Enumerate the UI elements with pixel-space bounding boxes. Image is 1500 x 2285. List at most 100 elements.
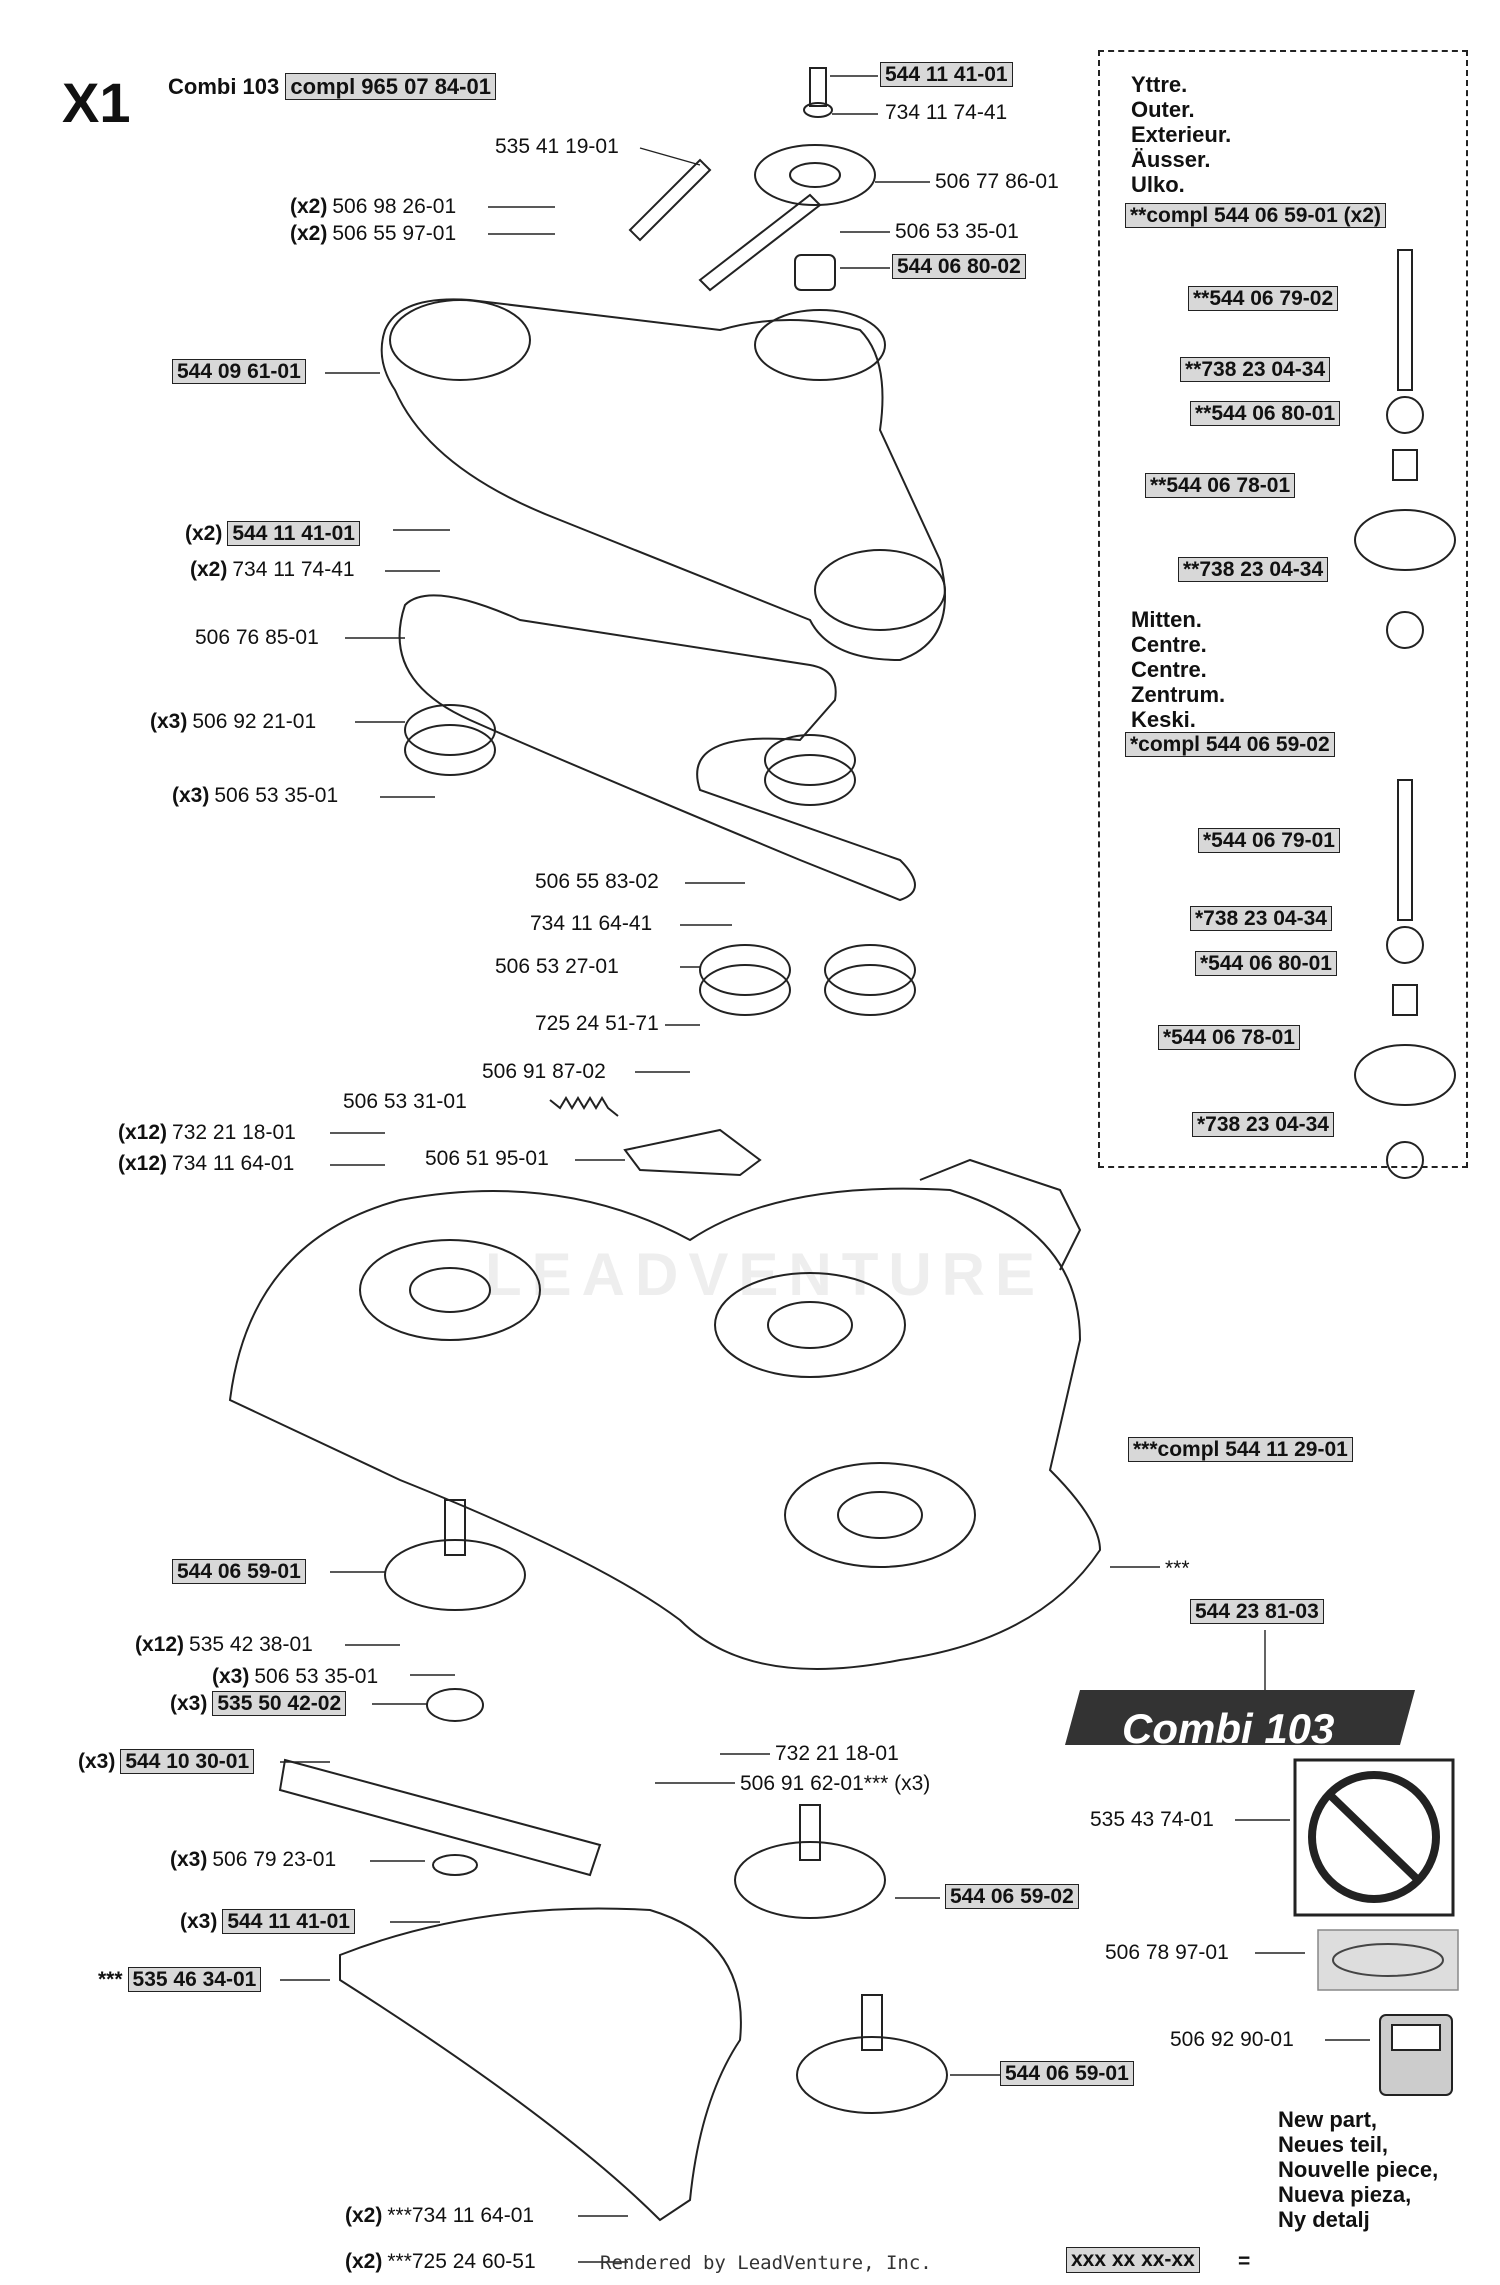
part-label: (x3)506 53 35-01	[172, 784, 338, 808]
centre-heading-line: Keski.	[1131, 707, 1196, 732]
part-label: 535 43 74-01	[1090, 1808, 1214, 1832]
top-pulley	[754, 144, 876, 206]
part-label: 506 78 97-01	[1105, 1941, 1229, 1965]
part-label: 506 91 87-02	[482, 1060, 606, 1084]
spindle-left	[384, 1539, 526, 1611]
part-number: 535 42 38-01	[189, 1633, 313, 1656]
part-label: *738 23 04-34	[1190, 906, 1332, 931]
outer-heading-line: Outer.	[1131, 97, 1195, 122]
part-number: 506 51 95-01	[425, 1147, 549, 1170]
part-number: 506 92 90-01	[1170, 2028, 1294, 2051]
outer-heading-line: Ulko.	[1131, 172, 1185, 197]
part-number: 506 77 86-01	[935, 170, 1059, 193]
part-number: 506 55 97-01	[332, 222, 457, 245]
part-label: *544 06 80-01	[1195, 951, 1337, 976]
part-number: 544 06 59-01	[1000, 2061, 1134, 2086]
part-qty: (x2)	[290, 195, 328, 218]
pulley-idler-2	[824, 944, 916, 996]
part-number: 734 11 74-41	[885, 101, 1008, 124]
part-label: 506 77 86-01	[935, 170, 1059, 194]
pulley-cover	[380, 298, 946, 662]
part-number: 506 53 35-01	[254, 1665, 379, 1688]
part-label: **738 23 04-34	[1178, 557, 1329, 582]
spindle-detail-box	[1098, 50, 1468, 1168]
part-qty: (x2)	[345, 2250, 383, 2273]
part-label: (x2)734 11 74-41	[190, 558, 355, 582]
pulley-left	[404, 704, 496, 756]
part-label: 506 92 90-01	[1170, 2028, 1294, 2052]
part-label: 544 06 59-02	[945, 1884, 1079, 1909]
legend-line: Nueva pieza,	[1278, 2182, 1412, 2207]
part-number: 725 24 51-71	[535, 1012, 659, 1035]
blade	[278, 1758, 602, 1877]
part-number: ***compl 544 11 29-01	[1128, 1437, 1353, 1462]
decal-ce-icon	[1379, 2014, 1453, 2096]
compl-number: compl 965 07 84-01	[285, 73, 496, 100]
part-number: 535 41 19-01	[495, 135, 619, 158]
outer-heading: Yttre.Outer.Exterieur.Äusser.Ulko.	[1131, 72, 1231, 197]
part-label: (x2)***725 24 60-51	[345, 2250, 536, 2274]
part-label: *544 06 79-01	[1198, 828, 1340, 853]
part-label: 506 91 62-01*** (x3)	[740, 1772, 930, 1796]
part-label: ***535 46 34-01	[98, 1967, 262, 1992]
part-qty: (x2)	[290, 222, 328, 245]
part-number: 535 46 34-01	[127, 1967, 262, 1992]
outer-heading-line: Äusser.	[1131, 147, 1211, 172]
part-number: **544 06 80-01	[1190, 401, 1341, 426]
part-number: 544 23 81-03	[1190, 1599, 1324, 1624]
pulley-idler-1	[699, 944, 791, 996]
part-number: *544 06 80-01	[1195, 951, 1337, 976]
part-number: 734 11 64-41	[530, 912, 653, 935]
outer-heading-line: Exterieur.	[1131, 122, 1232, 147]
part-qty: ***	[98, 1968, 123, 1991]
part-number: 506 91 62-01*** (x3)	[740, 1772, 931, 1795]
diagram-code: X1	[62, 71, 131, 134]
part-number: 734 11 74-41	[232, 558, 355, 581]
part-label: 535 41 19-01	[495, 135, 619, 159]
part-label: 544 23 81-03	[1190, 1599, 1324, 1624]
part-label: 544 06 59-01	[172, 1559, 306, 1584]
part-label: 725 24 51-71	[535, 1012, 659, 1036]
legend-sample: xxx xx xx-xx	[1066, 2247, 1200, 2273]
spindle-center	[734, 1841, 886, 1919]
part-label: 544 09 61-01	[172, 359, 306, 384]
part-number: 732 21 18-01	[172, 1121, 296, 1144]
part-number: 506 92 21-01	[192, 710, 317, 733]
part-label: 506 76 85-01	[195, 626, 319, 650]
part-number: 732 21 18-01	[775, 1742, 899, 1765]
part-label: **544 06 78-01	[1145, 473, 1296, 498]
part-label: **544 06 79-02	[1188, 286, 1339, 311]
part-number: 535 43 74-01	[1090, 1808, 1214, 1831]
part-qty: (x12)	[118, 1121, 168, 1144]
top-belt-2	[698, 193, 822, 292]
part-label: (x3)544 10 30-01	[78, 1749, 255, 1774]
part-label: 506 53 31-01	[343, 1090, 467, 1114]
model-name: Combi 103	[168, 74, 280, 99]
part-number: 506 55 83-02	[535, 870, 659, 893]
spindle-right	[796, 2036, 948, 2114]
legend-line: Nouvelle piece,	[1278, 2157, 1439, 2182]
part-number: 506 53 27-01	[495, 955, 619, 978]
part-number: 544 11 41-01	[880, 62, 1013, 87]
part-qty: (x3)	[180, 1910, 218, 1933]
part-number: 544 11 41-01	[227, 521, 360, 546]
decal-model-badge	[1065, 1690, 1415, 1745]
legend-line: Neues teil,	[1278, 2132, 1389, 2157]
centre-heading: Mitten.Centre.Centre.Zentrum.Keski.	[1131, 607, 1225, 732]
idler-arm	[623, 1128, 762, 1177]
part-label: (x3)535 50 42-02	[170, 1691, 347, 1716]
lower-shield	[339, 1907, 742, 2222]
part-label: *compl 544 06 59-02	[1125, 732, 1335, 757]
part-label: ***compl 544 11 29-01	[1128, 1437, 1353, 1462]
part-number: **738 23 04-34	[1178, 557, 1329, 582]
legend-equals: =	[1238, 2250, 1251, 2273]
part-number: **544 06 79-02	[1188, 286, 1339, 311]
part-number: 506 98 26-01	[332, 195, 457, 218]
part-label: *738 23 04-34	[1192, 1112, 1334, 1137]
part-label: (x3)544 11 41-01	[180, 1909, 355, 1934]
part-label: (x2)544 11 41-01	[185, 521, 360, 546]
part-number: 506 78 97-01	[1105, 1941, 1229, 1964]
part-number: *738 23 04-34	[1190, 906, 1332, 931]
